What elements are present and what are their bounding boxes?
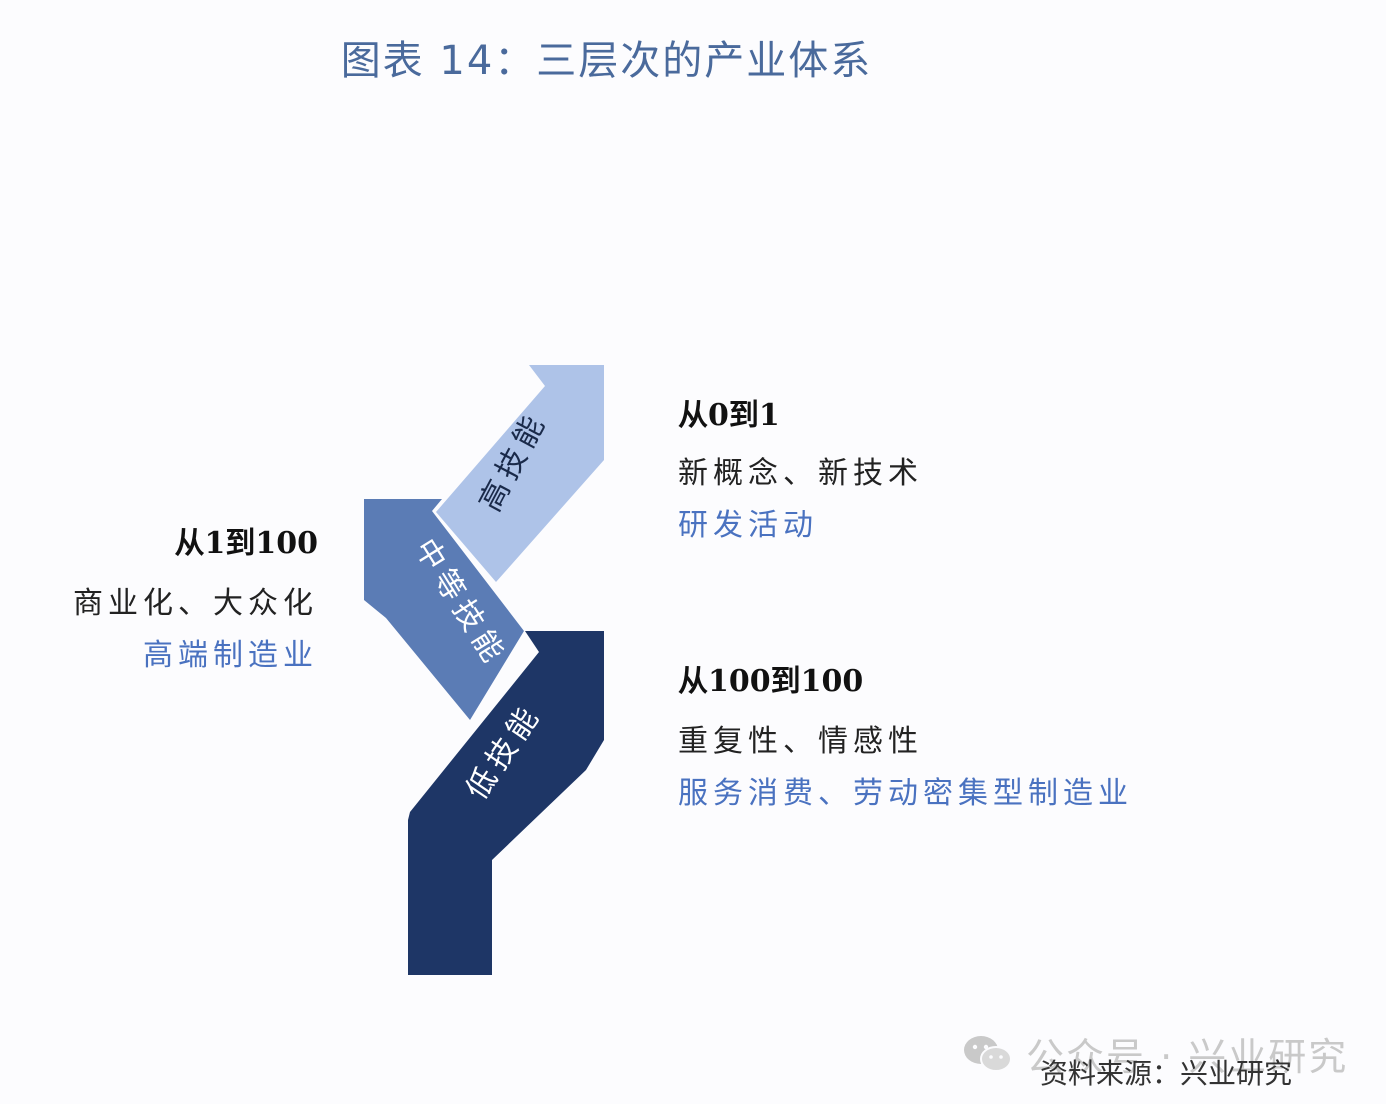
watermark-text: 公众号 · 兴业研究 bbox=[1026, 1035, 1349, 1079]
high-skill-arrow bbox=[436, 365, 604, 582]
source-note: 资料来源：兴业研究 bbox=[1040, 1057, 1293, 1090]
low-annotation-line2: 服务消费、劳动密集型制造业 bbox=[678, 776, 1133, 811]
middle-annotation-line2: 高端制造业 bbox=[143, 638, 318, 673]
low-annotation-line1: 重复性、情感性 bbox=[678, 724, 923, 759]
diagram-title: 图表 14：三层次的产业体系 bbox=[340, 38, 873, 84]
medium-skill-arrow bbox=[364, 499, 524, 720]
low-skill-arrow bbox=[408, 631, 604, 975]
wechat-icon bbox=[964, 1035, 1012, 1072]
high-annotation-heading: 从0到1 bbox=[678, 398, 780, 433]
high-annotation-line2: 研发活动 bbox=[678, 508, 818, 543]
watermark: 公众号 · 兴业研究 bbox=[962, 1026, 1348, 1081]
low-annotation-heading: 从100到100 bbox=[678, 664, 864, 699]
high-annotation-line1: 新概念、新技术 bbox=[678, 456, 923, 491]
middle-annotation-line1: 商业化、大众化 bbox=[73, 586, 318, 621]
middle-annotation-heading: 从1到100 bbox=[174, 526, 319, 561]
